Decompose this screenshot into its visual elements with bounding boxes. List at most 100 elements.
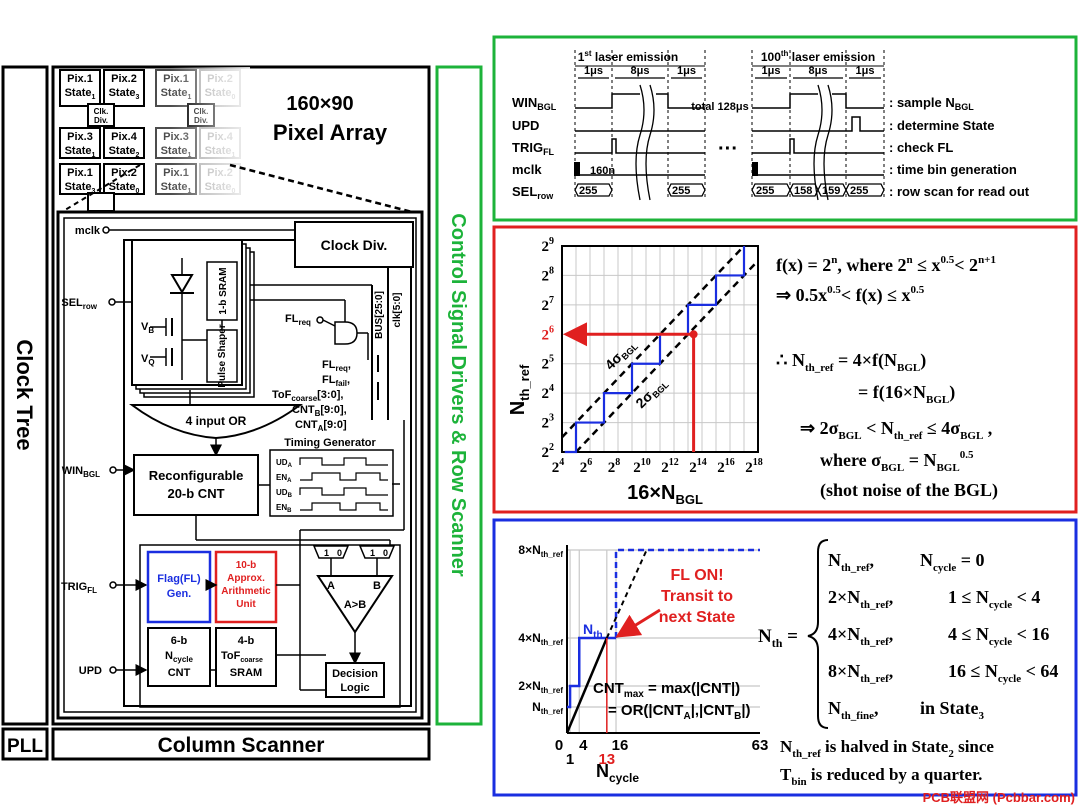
- spad-frontend: VB VQ 1-b SRAM Pulse Shaper: [131, 239, 255, 398]
- pixel-fade: [170, 67, 250, 207]
- timing-signal-desc: : check FL: [889, 140, 953, 155]
- win-wave: [575, 93, 884, 109]
- clk-div-small-label: Div.: [94, 116, 108, 125]
- tg-wave: [300, 472, 388, 481]
- sel-bus-value: 158: [794, 185, 812, 197]
- y-tick-label: 4×Nth_ref: [518, 631, 563, 647]
- upper-bound-line: [561, 245, 745, 439]
- clk-div-small-label: Clk.: [94, 107, 109, 116]
- svg-text:= f(16×NBGL): = f(16×NBGL): [858, 382, 955, 406]
- total-time-label: total 128μs: [691, 101, 748, 113]
- pixel-state: State3: [109, 87, 140, 101]
- pixel-detail-outer: [56, 210, 424, 720]
- trig-wave: [575, 138, 884, 154]
- vq-label: VQ: [141, 353, 155, 367]
- svg-text:∴ Nth_ref = 4×f(NBGL): ∴ Nth_ref = 4×f(NBGL): [776, 350, 926, 374]
- sel-bus-value: 255: [756, 185, 774, 197]
- hundredth-emission-label: 100th laser emission: [761, 49, 875, 64]
- upd-wave: [575, 116, 884, 132]
- mid-panel-border: [492, 225, 1078, 514]
- timing-diagram-panel: 1st laser emission 100th laser emission …: [492, 35, 1078, 222]
- y-tick-label: 23: [542, 413, 555, 432]
- svg-text:⇒ 0.5x0.5< f(x) ≤ x0.5: ⇒ 0.5x0.5< f(x) ≤ x0.5: [776, 284, 925, 306]
- clk-bus-label: clk[5:0]: [392, 292, 403, 327]
- break-mark: [645, 84, 655, 201]
- n160-label: 160n: [590, 165, 615, 177]
- note-line-1: Nth_ref is halved in State2 since: [780, 737, 994, 760]
- timing-signal-desc: : determine State: [889, 118, 994, 133]
- timing-panel-border: [492, 35, 1078, 222]
- control-signal-label: Control Signal Drivers & Row Scanner: [447, 213, 469, 577]
- x-tick-label: 210: [633, 457, 651, 476]
- svg-text:⇒ 2σBGL < Nth_ref ≤ 4σBGL ,: ⇒ 2σBGL < Nth_ref ≤ 4σBGL ,: [800, 418, 992, 442]
- clock-div-box: [294, 221, 414, 268]
- sram-1b-box: [206, 261, 238, 321]
- pixel-detail-inner: [63, 217, 417, 713]
- case-list: Nth_ref,Ncycle = 02×Nth_ref,1 ≤ Ncycle <…: [828, 550, 1058, 722]
- nth-staircase: [567, 636, 617, 709]
- mux-b: [358, 545, 396, 559]
- duration-label: 1μs: [856, 65, 875, 77]
- watermark: PCB联盟网 (Pcbbar.com): [923, 790, 1075, 805]
- ncycle-label-2: Ncycle: [165, 650, 194, 664]
- tg-wave: [300, 502, 388, 511]
- case-left: Nth_ref,: [828, 550, 874, 574]
- pin-winbgl: WINBGL: [62, 465, 100, 479]
- sel-bus-segment: [667, 183, 706, 197]
- mclk-burst: [574, 162, 580, 176]
- pixel-state: State3: [65, 181, 96, 195]
- cnt-max-line-2: = OR(|CNTA|,|CNTB|): [608, 702, 751, 722]
- zoom-line-left: [64, 164, 141, 211]
- decision-label-2: Logic: [340, 682, 369, 694]
- pixel-cell: [103, 69, 145, 107]
- timing-signal-name: SELrow: [512, 184, 554, 201]
- mclk-burst: [752, 162, 758, 176]
- case-left: 2×Nth_ref,: [828, 587, 893, 611]
- break-mark: [635, 84, 645, 201]
- flag-gen-label-1: Flag(FL): [157, 573, 201, 585]
- case-right: in State3: [920, 698, 985, 722]
- duration-label: 1μs: [762, 65, 781, 77]
- y-tick-label: 2×Nth_ref: [518, 679, 563, 695]
- pin-mclk: mclk: [75, 225, 101, 237]
- pixel-name: Pix.2: [111, 167, 137, 179]
- pixel-state: State0: [109, 181, 140, 195]
- approx-label-2: Approx.: [227, 573, 265, 584]
- vb-label: VB: [141, 321, 154, 335]
- clk-div-small-box: [87, 192, 115, 212]
- timing-signal-name: TRIGFL: [512, 140, 555, 157]
- lower-logic-box: [139, 544, 401, 708]
- fl-on-2: Transit to: [661, 588, 733, 605]
- timing-signal-desc: : sample NBGL: [889, 95, 974, 112]
- case-right: Ncycle = 0: [920, 550, 984, 574]
- flag-gen-label-2: Gen.: [167, 588, 191, 600]
- x-tick-label: 214: [689, 457, 707, 476]
- pixel-cell: [103, 163, 145, 195]
- x-tick-0: 0: [555, 737, 563, 754]
- timing-gen-label: Timing Generator: [284, 437, 376, 449]
- pll-label: PLL: [7, 736, 43, 757]
- timing-gen-box: [269, 449, 394, 517]
- pulse-shaper-label: Pulse Shaper: [217, 324, 228, 387]
- pixel-cell: [59, 163, 101, 195]
- control-signal-box: [435, 65, 483, 726]
- bus-signals: FLreq, FLfail, ToFcoarse[3:0], CNTB[9:0]…: [272, 359, 351, 433]
- ellipsis: ···: [718, 138, 738, 160]
- clock-tree-box: [1, 65, 49, 726]
- chip-block-diagram: Clock Tree PLL Column Scanner Control Si…: [1, 65, 483, 761]
- svg-text:f(x) = 2n, where 2n ≤ x0.5< 2n: f(x) = 2n, where 2n ≤ x0.5< 2n+1: [776, 254, 996, 276]
- flreq-label: FLreq: [285, 313, 311, 327]
- mid-ylabel: Nth_ref: [507, 364, 532, 415]
- cmp-b-label: B: [373, 580, 381, 592]
- sram-1b-label: 1-b SRAM: [218, 267, 229, 314]
- cnt-line-future: [605, 549, 648, 639]
- duration-label: 1μs: [677, 65, 696, 77]
- tof-label-3: SRAM: [230, 667, 262, 679]
- tg-label: ENB: [276, 503, 292, 514]
- bottom-panel-border: [492, 518, 1078, 797]
- mux-a-1: 1: [324, 548, 329, 558]
- pixel-state: State1: [65, 87, 96, 101]
